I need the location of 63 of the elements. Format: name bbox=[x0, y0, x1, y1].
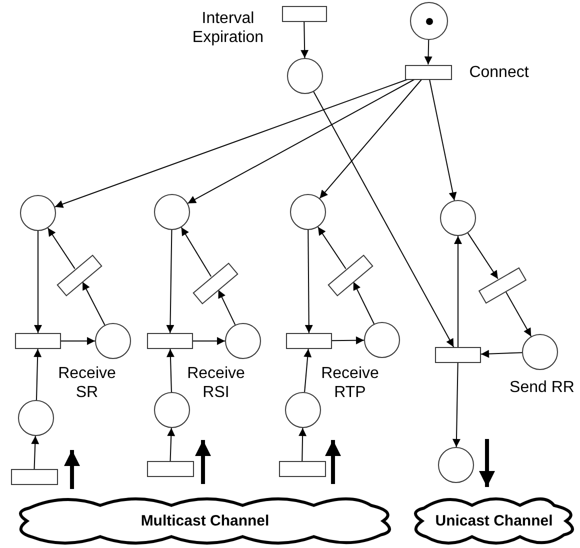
arrow bbox=[454, 236, 462, 348]
arrow bbox=[298, 428, 307, 462]
arrow bbox=[34, 230, 42, 334]
arrow bbox=[166, 230, 174, 334]
place-circle bbox=[438, 447, 474, 483]
place-circle bbox=[20, 195, 56, 231]
arrow bbox=[192, 337, 226, 345]
place-circle bbox=[522, 334, 558, 370]
arrow bbox=[180, 226, 212, 277]
arrow bbox=[304, 230, 313, 334]
place-circle bbox=[410, 2, 448, 40]
cloud-shape bbox=[17, 498, 393, 544]
place-circle bbox=[287, 58, 323, 94]
arrow bbox=[429, 79, 457, 201]
arrow bbox=[319, 79, 422, 199]
transition-label: Receive RSI bbox=[186, 364, 246, 402]
place-circle bbox=[440, 200, 476, 236]
place-circle bbox=[364, 322, 400, 358]
transition-label: Connect bbox=[468, 63, 530, 82]
transition-bar bbox=[10, 469, 58, 485]
transition-label: Receive SR bbox=[57, 364, 117, 402]
arrow bbox=[332, 336, 364, 344]
transition-bar bbox=[286, 333, 332, 349]
arrow bbox=[47, 228, 76, 270]
place-circle bbox=[225, 323, 261, 359]
arrow bbox=[82, 281, 106, 326]
place-circle bbox=[154, 194, 190, 230]
arrow bbox=[218, 289, 236, 326]
arrow bbox=[31, 436, 40, 470]
arrow bbox=[480, 350, 522, 358]
place-circle bbox=[285, 392, 321, 428]
transition-bar bbox=[282, 6, 326, 22]
transition-bar bbox=[404, 64, 452, 80]
channel-label: Multicast Channel bbox=[140, 512, 270, 530]
channel-label: Unicast Channel bbox=[434, 512, 554, 530]
arrow bbox=[167, 428, 176, 462]
arrow bbox=[166, 348, 174, 392]
transition-bar bbox=[278, 461, 326, 477]
arrow bbox=[34, 348, 42, 400]
arrow bbox=[304, 348, 312, 393]
arrow bbox=[424, 40, 432, 65]
arrow bbox=[317, 226, 346, 270]
arrow bbox=[352, 281, 375, 324]
transition-bar bbox=[15, 333, 61, 349]
arrow bbox=[452, 362, 460, 448]
arrow bbox=[467, 232, 498, 280]
transition-label: Send RR bbox=[508, 378, 576, 397]
place-circle bbox=[290, 194, 326, 230]
transition-label: Receive RTP bbox=[320, 364, 380, 402]
place-circle bbox=[154, 392, 190, 428]
cloud-shape bbox=[412, 498, 576, 544]
arrow bbox=[505, 291, 532, 337]
transition-bar bbox=[435, 347, 481, 363]
place-circle bbox=[18, 400, 54, 436]
arrow bbox=[60, 337, 96, 345]
transition-label: Interval Expiration bbox=[191, 9, 265, 47]
arrow bbox=[313, 91, 454, 348]
transition-bar bbox=[146, 461, 194, 477]
arrow bbox=[54, 79, 408, 208]
arrow bbox=[187, 79, 415, 204]
arrow bbox=[300, 22, 309, 58]
place-circle bbox=[95, 323, 131, 359]
transition-bar bbox=[147, 333, 193, 349]
